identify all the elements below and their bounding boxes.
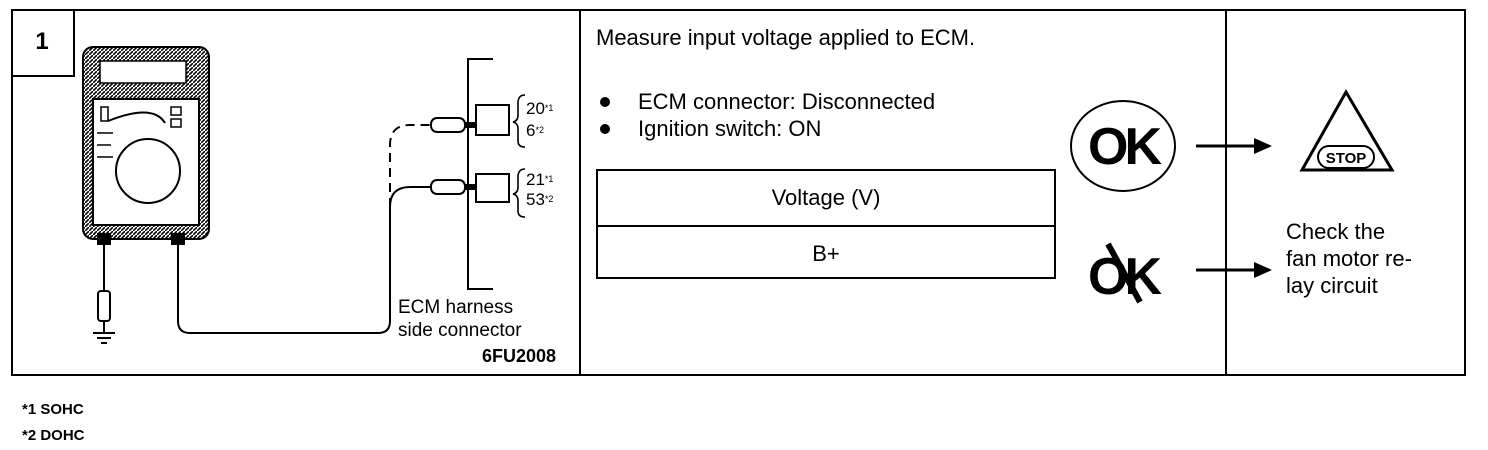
bullet-icon <box>600 97 610 107</box>
arrow-right-icon <box>1196 262 1272 278</box>
condition-item: Ignition switch: ON <box>600 116 821 142</box>
ng-action-text: Check the fan motor re- lay circuit <box>1286 219 1412 298</box>
voltage-table: Voltage (V) B+ <box>596 169 1056 279</box>
figure-code: 6FU2008 <box>481 346 556 366</box>
condition-item: ECM connector: Disconnected <box>600 89 935 115</box>
ng-badge-icon: OK <box>1088 242 1166 306</box>
pin-label-6: 6*2 <box>526 121 544 140</box>
stop-sign-icon: STOP <box>1299 88 1395 172</box>
connector-label: ECM harness side connector <box>398 297 522 341</box>
voltage-header: Voltage (V) <box>771 185 881 210</box>
procedure-frame <box>11 9 1466 376</box>
divider-1 <box>579 9 581 376</box>
pin-label-21: 21*1 <box>526 170 554 189</box>
step-number: 1 <box>11 9 75 77</box>
multimeter-icon <box>82 46 210 245</box>
arrow-right-icon <box>1196 138 1272 154</box>
voltage-value: B+ <box>598 225 1054 281</box>
bullet-icon <box>600 124 610 134</box>
ground-probe <box>93 245 115 344</box>
probe-top <box>430 117 483 133</box>
probe-bottom <box>430 179 483 195</box>
footnote: *1 SOHC <box>22 401 84 418</box>
test-lead-dashed <box>389 124 433 207</box>
stop-text: STOP <box>1326 150 1367 167</box>
ok-badge-icon: OK <box>1070 100 1176 192</box>
footnote: *2 DOHC <box>22 427 85 444</box>
ecm-connector <box>467 58 526 290</box>
multimeter-wiring-diagram <box>82 46 526 344</box>
test-lead <box>177 186 433 334</box>
pin-label-20: 20*1 <box>526 99 554 118</box>
ok-text: OK <box>1088 118 1162 176</box>
divider-2 <box>1225 9 1227 376</box>
pin-label-53: 53*2 <box>526 190 554 209</box>
instruction-title: Measure input voltage applied to ECM. <box>596 25 976 50</box>
